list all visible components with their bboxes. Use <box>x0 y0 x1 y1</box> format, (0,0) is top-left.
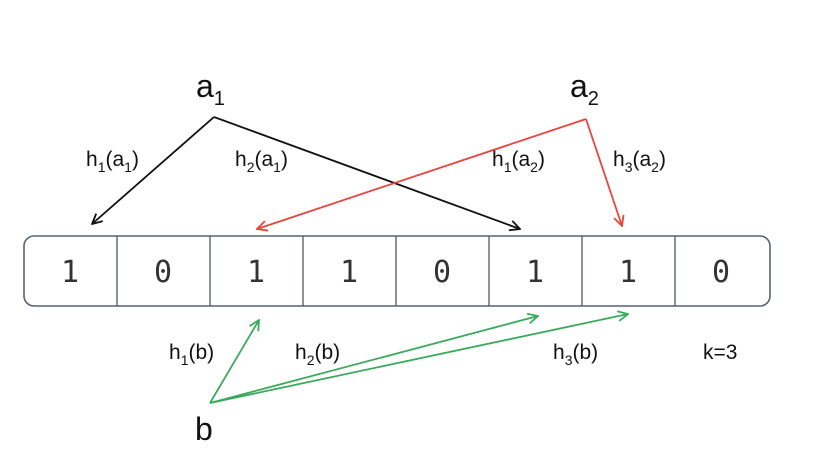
a2-hash-arrows <box>257 118 622 229</box>
bit-cell-1: 0 <box>154 255 172 290</box>
bit-cell-0: 1 <box>61 255 79 290</box>
bit-cell-3: 1 <box>340 255 358 290</box>
label-b-h2: h2(b) <box>295 341 340 368</box>
arrow-b-h2 <box>209 316 538 404</box>
bit-cell-2: 1 <box>247 255 265 290</box>
bit-cell-7: 0 <box>712 255 730 290</box>
bit-array-frame <box>23 235 771 307</box>
label-a2-h1: h1(a2) <box>492 148 545 175</box>
arrow-a1-h1 <box>92 116 215 224</box>
label-b-h1: h1(b) <box>169 341 214 368</box>
label-a2-h3: h3(a2) <box>613 148 666 175</box>
label-a1-h1: h1(a1) <box>86 148 139 175</box>
bit-cell-5: 1 <box>526 255 544 290</box>
arrow-a2-h3 <box>585 118 622 226</box>
node-a1: a1 <box>196 68 225 110</box>
node-b: b <box>195 411 213 447</box>
bit-cell-6: 1 <box>619 255 637 290</box>
bit-array: 1 0 1 1 0 1 1 0 <box>23 235 771 307</box>
arrow-b-h1 <box>209 320 259 404</box>
label-a1-h2: h2(a1) <box>235 148 288 175</box>
k-label: k=3 <box>703 341 737 364</box>
node-a2: a2 <box>570 68 599 110</box>
label-b-h3: h3(b) <box>553 341 598 368</box>
arrow-b-h3 <box>209 314 628 404</box>
arrow-a2-h1 <box>257 118 587 229</box>
bit-cell-4: 0 <box>433 255 451 290</box>
arrow-a1-h2 <box>213 116 520 229</box>
a1-hash-arrows <box>92 116 520 229</box>
b-hash-arrows <box>209 314 628 404</box>
